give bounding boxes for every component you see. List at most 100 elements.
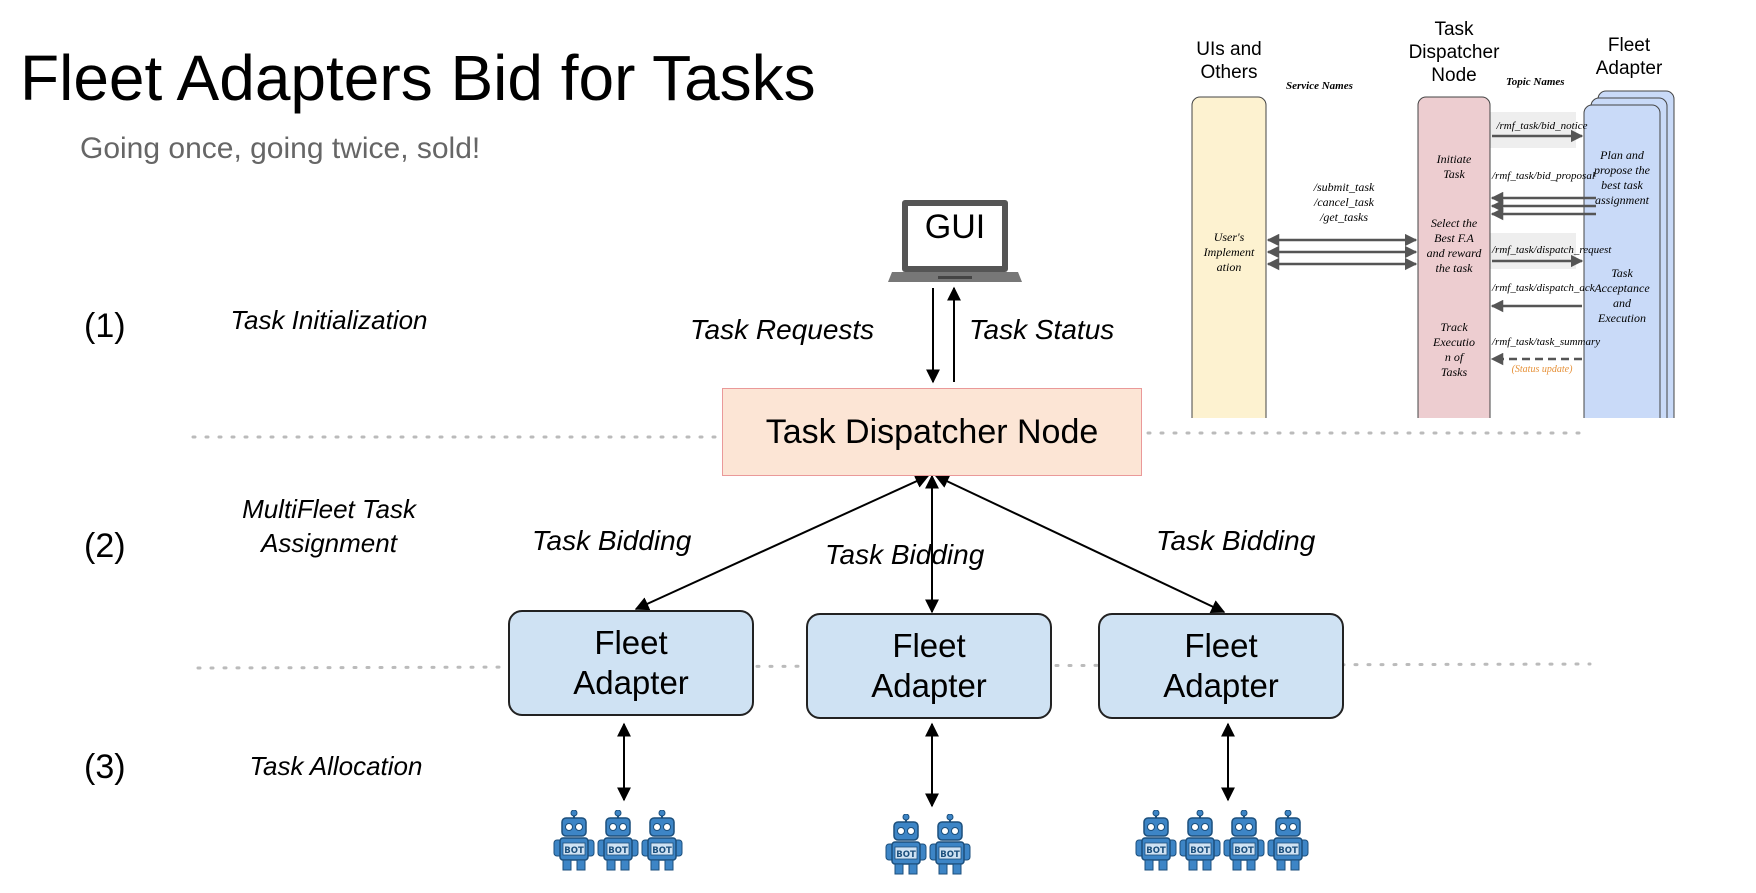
fleet-adapter-1: Fleet Adapter xyxy=(508,610,754,716)
fleet-adapter-2-line1: Fleet xyxy=(892,627,966,664)
robot-group-svg: BOT BOT BOT xyxy=(553,809,683,871)
inset-topic-dispatch-request: /rmf_task/dispatch_request xyxy=(1492,244,1612,256)
inset-topic-task-summary: /rmf_task/task_summary xyxy=(1492,336,1601,348)
robot-icon: BOT xyxy=(1223,809,1265,871)
inset-tdn-initiate-line2: Task xyxy=(1443,167,1465,181)
step-number-2: (2) xyxy=(84,527,126,565)
inset-header-tdn-line1: Task xyxy=(1434,19,1474,40)
inset-tdn-track-line4: Tasks xyxy=(1440,365,1468,379)
inset-tdn-track-line1: Track xyxy=(1440,320,1468,334)
inset-tdn-column xyxy=(1417,96,1491,418)
inset-uis-text-line3: ation xyxy=(1216,260,1242,274)
robot-icon: BOT xyxy=(929,813,971,875)
inset-topic-bid-proposal: /rmf_task/bid_proposal xyxy=(1492,170,1595,182)
inset-fa-accept-line4: Execution xyxy=(1598,311,1646,325)
inset-graphics xyxy=(1191,90,1675,418)
separator-2 xyxy=(196,662,1592,670)
stage-label-assignment-line1: MultiFleet Task xyxy=(242,494,416,524)
robot-label: BOT xyxy=(896,850,916,860)
inset-diagram: UIs and Others Task Dispatcher Node Flee… xyxy=(1186,19,1746,418)
label-task-bidding-middle: Task Bidding xyxy=(825,539,985,570)
fleet-adapter-1-line2: Adapter xyxy=(573,664,689,701)
robot-group-1: BOT BOT BOT xyxy=(548,809,688,879)
inset-uis-text: User's Implement ation xyxy=(1192,230,1266,275)
robot-group-svg: BOT BOT xyxy=(885,813,971,875)
inset-tdn-select: Select the Best F.A and reward the task xyxy=(1418,216,1490,276)
inset-topic-bid-notice: /rmf_task/bid_notice xyxy=(1496,120,1588,132)
inset-fa-plan-line3: best task xyxy=(1601,178,1643,192)
robot-label: BOT xyxy=(940,850,960,860)
inset-service-submit: /submit_task xyxy=(1313,180,1375,194)
inset-header-tdn-line2: Dispatcher xyxy=(1408,42,1500,63)
inset-services: /submit_task /cancel_task /get_tasks xyxy=(1274,180,1414,225)
fleet-adapter-2: Fleet Adapter xyxy=(806,613,1052,719)
inset-tdn-track: Track Executio n of Tasks xyxy=(1418,320,1490,380)
inset-tdn-initiate-line1: Initiate xyxy=(1436,152,1472,166)
inset-header-tdn-line3: Node xyxy=(1431,65,1477,86)
label-task-requests: Task Requests xyxy=(690,314,875,345)
robot-label: BOT xyxy=(652,846,672,856)
inset-fa-plan-line4: assignment xyxy=(1595,193,1649,207)
inset-tdn-select-line1: Select the xyxy=(1430,216,1478,230)
laptop-icon: GUI xyxy=(888,196,1022,286)
inset-status-update: (Status update) xyxy=(1511,364,1573,375)
stage-label-initialization: Task Initialization xyxy=(230,305,428,335)
arrow-bidding-left xyxy=(634,474,930,611)
inset-header-uis-line1: UIs and xyxy=(1196,39,1262,60)
robot-icon: BOT xyxy=(597,809,639,871)
robot-group-3: BOT BOT BOT xyxy=(1130,809,1314,879)
step-number-1: (1) xyxy=(84,307,126,345)
inset-service-names: Service Names xyxy=(1286,80,1353,92)
robot-label: BOT xyxy=(608,846,628,856)
gui-label: GUI xyxy=(924,208,986,246)
inset-topic-dispatch-ack: /rmf_task/dispatch_ack xyxy=(1492,282,1595,294)
inset-fa-accept-line1: Task xyxy=(1611,266,1633,280)
fleet-adapter-3: Fleet Adapter xyxy=(1098,613,1344,719)
slide-title: Fleet Adapters Bid for Tasks xyxy=(20,42,816,114)
label-task-bidding-left: Task Bidding xyxy=(532,525,692,556)
inset-topic-names: Topic Names xyxy=(1506,76,1565,88)
fleet-adapter-3-line1: Fleet xyxy=(1184,627,1258,664)
fleet-adapter-1-line1: Fleet xyxy=(594,624,668,661)
inset-fa-plan-line1: Plan and xyxy=(1600,148,1644,162)
robot-icon: BOT xyxy=(553,809,595,871)
robot-label: BOT xyxy=(1278,846,1298,856)
laptop-graphic xyxy=(888,200,1022,282)
inset-tdn-select-line3: and reward xyxy=(1426,246,1482,260)
robot-icon: BOT xyxy=(641,809,683,871)
inset-tdn-select-line2: Best F.A xyxy=(1434,231,1474,245)
inset-service-cancel: /cancel_task xyxy=(1314,195,1374,209)
inset-tdn-track-line2: Executio xyxy=(1433,335,1475,349)
label-task-bidding-right: Task Bidding xyxy=(1156,525,1316,556)
robot-group-2: BOT BOT xyxy=(880,813,976,883)
inset-service-get: /get_tasks xyxy=(1320,210,1368,224)
robot-label: BOT xyxy=(1234,846,1254,856)
inset-header-fa: Fleet Adapter xyxy=(1586,34,1672,80)
inset-header-fa-line2: Adapter xyxy=(1595,58,1663,79)
step-number-3: (3) xyxy=(84,748,126,786)
inset-header-tdn: Task Dispatcher Node xyxy=(1402,18,1506,87)
slide-subtitle: Going once, going twice, sold! xyxy=(80,132,481,165)
inset-uis-column xyxy=(1191,96,1267,418)
inset-header-uis-line2: Others xyxy=(1200,62,1258,83)
inset-header-fa-line1: Fleet xyxy=(1607,35,1651,56)
robot-icon: BOT xyxy=(1135,809,1177,871)
inset-fa-accept-line3: and xyxy=(1613,296,1631,310)
task-dispatcher-label: Task Dispatcher Node xyxy=(765,412,1099,451)
stage-label-allocation: Task Allocation xyxy=(249,751,423,781)
inset-fa-plan-line2: propose the xyxy=(1594,163,1650,177)
inset-tdn-select-line4: the task xyxy=(1435,261,1473,275)
inset-tdn-initiate: Initiate Task xyxy=(1418,152,1490,182)
robot-icon: BOT xyxy=(1267,809,1309,871)
inset-uis-text-line1: User's xyxy=(1213,230,1245,244)
robot-icon: BOT xyxy=(1179,809,1221,871)
arrow-bidding-right xyxy=(934,475,1226,613)
inset-uis-text-line2: Implement xyxy=(1203,245,1255,259)
stage-label-assignment-line2: Assignment xyxy=(261,528,397,558)
inset-fa-accept: Task Acceptance and Execution xyxy=(1584,266,1660,326)
task-dispatcher-node: Task Dispatcher Node xyxy=(722,388,1142,476)
robot-group-svg: BOT BOT BOT xyxy=(1135,809,1309,871)
robot-label: BOT xyxy=(1190,846,1210,856)
inset-tdn-track-line3: n of xyxy=(1444,350,1464,364)
